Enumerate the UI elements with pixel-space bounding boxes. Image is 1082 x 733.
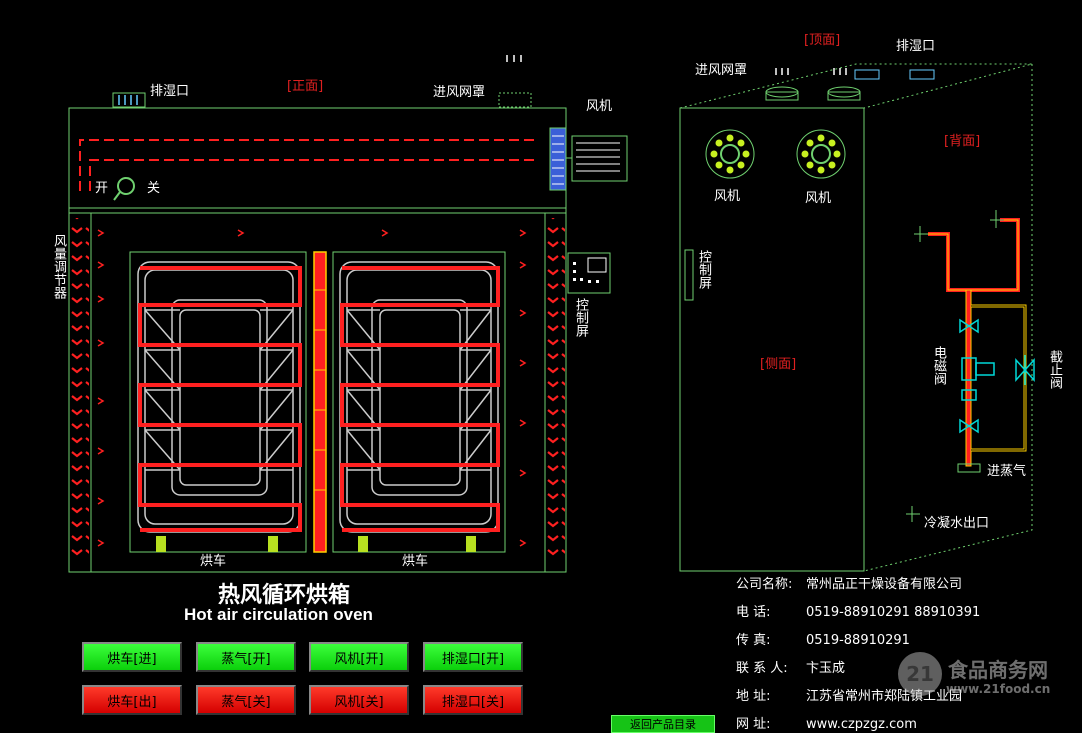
air-regulator-left	[71, 218, 89, 563]
watermark-name: 食品商务网	[948, 658, 1048, 682]
switch-off-label[interactable]: 关	[147, 181, 161, 196]
company-phone-row: 电 话: 0519-88910291 88910391	[736, 601, 980, 620]
view-label-back: [背面]	[944, 134, 981, 149]
company-contact: 卞玉成	[806, 661, 846, 676]
air-inlet-label-top: 进风网罩	[695, 63, 748, 78]
watermark: 21 食品商务网 www.21food.cn	[898, 650, 1068, 700]
fan-label-side-2: 风机	[805, 191, 832, 206]
fan-on-button[interactable]: 风机[开]	[309, 642, 409, 672]
fan-label-side-1: 风机	[714, 189, 741, 204]
company-name: 常州品正干燥设备有限公司	[806, 577, 963, 592]
company-web-row: 网 址: www.czpzgz.com	[736, 713, 917, 732]
heating-plate-center	[313, 251, 327, 553]
control-panel-front[interactable]	[567, 252, 611, 294]
control-screen-side[interactable]	[684, 249, 694, 301]
back-to-catalog-button[interactable]: 返回产品目录	[611, 715, 715, 733]
front-view	[68, 55, 628, 573]
cart-label-right: 烘车	[402, 554, 429, 569]
fan-icon-1	[705, 129, 755, 179]
solenoid-valve-icon	[959, 318, 995, 434]
switch-knob-icon[interactable]	[113, 177, 135, 201]
stop-valve-icon	[1015, 355, 1035, 385]
company-web-key: 网 址:	[736, 717, 771, 732]
steam-inlet-label: 进蒸气	[987, 464, 1027, 479]
company-address-key: 地 址:	[736, 689, 771, 704]
air-flow-duct	[79, 139, 534, 196]
fan-front	[549, 127, 628, 191]
air-regulator-right	[547, 218, 565, 563]
control-screen-label-side: 控制屏	[696, 250, 711, 289]
control-screen-label-front: 控制屏	[573, 298, 588, 337]
cart-in-button[interactable]: 烘车[进]	[82, 642, 182, 672]
cart-label-left: 烘车	[200, 554, 227, 569]
page-title-cn: 热风循环烘箱	[218, 583, 351, 608]
stop-valve-label: 截止阀	[1047, 350, 1062, 389]
exhaust-close-button[interactable]: 排湿口[关]	[423, 685, 523, 715]
fan-off-button[interactable]: 风机[关]	[309, 685, 409, 715]
company-web[interactable]: www.czpzgz.com	[806, 717, 917, 732]
air-volume-regulator-label: 风量调节器	[51, 234, 66, 299]
fan-icon-2	[796, 129, 846, 179]
watermark-url: www.21food.cn	[946, 682, 1051, 696]
company-contact-key: 联 系 人:	[736, 661, 788, 676]
solenoid-valve-label: 电磁阀	[931, 346, 946, 385]
exhaust-label-top: 排湿口	[896, 39, 936, 54]
drying-cart-right	[332, 251, 506, 553]
cart-out-button[interactable]: 烘车[出]	[82, 685, 182, 715]
condensate-outlet-label: 冷凝水出口	[924, 516, 990, 531]
switch-on-label[interactable]: 开	[95, 181, 109, 196]
company-fax: 0519-88910291	[806, 633, 910, 648]
top-air-inlets	[765, 68, 935, 101]
view-label-top: [顶面]	[804, 33, 841, 48]
steam-on-button[interactable]: 蒸气[开]	[196, 642, 296, 672]
view-label-front: [正面]	[287, 79, 324, 94]
air-inlet-front	[498, 55, 532, 108]
exhaust-label-front: 排湿口	[150, 84, 190, 99]
fan-label-front: 风机	[586, 99, 613, 114]
exhaust-open-button[interactable]: 排湿口[开]	[423, 642, 523, 672]
company-contact-row: 联 系 人: 卞玉成	[736, 657, 845, 676]
company-name-key: 公司名称:	[736, 577, 793, 592]
exhaust-vent-front	[112, 92, 146, 108]
company-phone: 0519-88910291 88910391	[806, 605, 981, 620]
page-title-en: Hot air circulation oven	[184, 605, 373, 624]
company-fax-row: 传 真: 0519-88910291	[736, 629, 910, 648]
steam-off-button[interactable]: 蒸气[关]	[196, 685, 296, 715]
drying-cart-left	[129, 251, 307, 553]
heat-marks	[97, 229, 527, 547]
side-view	[679, 63, 1035, 572]
company-fax-key: 传 真:	[736, 633, 771, 648]
steam-piping	[906, 210, 1035, 522]
air-inlet-label-front: 进风网罩	[433, 85, 486, 100]
view-label-side: [侧面]	[760, 357, 797, 372]
watermark-logo-icon: 21	[898, 652, 942, 696]
company-name-row: 公司名称: 常州品正干燥设备有限公司	[736, 573, 962, 592]
company-phone-key: 电 话:	[736, 605, 771, 620]
